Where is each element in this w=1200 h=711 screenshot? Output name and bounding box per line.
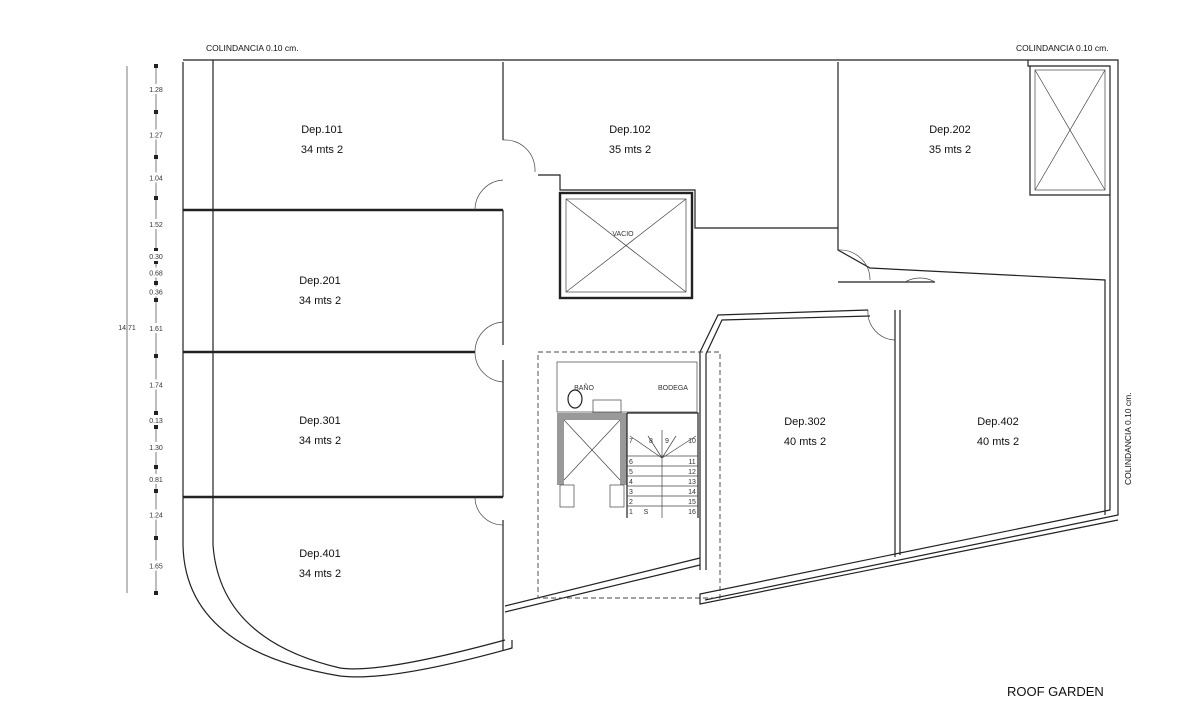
- unit-area: 34 mts 2: [301, 144, 343, 156]
- stair-step-number: 5: [629, 469, 633, 476]
- dimension-tick: [154, 155, 158, 159]
- unit-name: Dep.402: [977, 416, 1019, 428]
- unit-area: 40 mts 2: [977, 436, 1019, 448]
- dimension-label: 1.65: [149, 564, 163, 571]
- dimension-chain: 14.71 1.28 1.27 1.04 1.52 0.30 0.68 0.36 1.61 1.…: [118, 64, 167, 595]
- dimension-label: 0.30: [149, 254, 163, 261]
- dimension-tick: [154, 298, 158, 302]
- stair-start-label: S: [644, 509, 649, 516]
- dimension-tick: [154, 465, 158, 469]
- unit-name: Dep.101: [301, 124, 343, 136]
- dimension-tick: [154, 354, 158, 358]
- dimension-tick: [154, 489, 158, 493]
- colindancia-note-top-left: COLINDANCIA 0.10 cm.: [206, 43, 299, 53]
- stair-step-number: 15: [688, 499, 696, 506]
- unit-name: Dep.102: [609, 124, 651, 136]
- stair-step-number: 6: [629, 459, 633, 466]
- dimension-label: 1.04: [149, 176, 163, 183]
- dimension-tick: [154, 411, 158, 415]
- dimension-tick: [154, 260, 158, 264]
- unit-area: 34 mts 2: [299, 295, 341, 307]
- door-swings: [474, 139, 936, 526]
- stair-step-number: 13: [688, 479, 696, 486]
- dimension-label: 0.36: [149, 290, 163, 297]
- unit-name: Dep.302: [784, 416, 826, 428]
- colindancia-note-right: COLINDANCIA 0.10 cm.: [1123, 392, 1133, 485]
- unit-name: Dep.202: [929, 124, 971, 136]
- unit-area: 34 mts 2: [299, 568, 341, 580]
- dimension-label: 0.13: [149, 418, 163, 425]
- dimension-tick: [154, 591, 158, 595]
- dimension-label: 1.30: [149, 445, 163, 452]
- interior-walls: [183, 62, 1110, 650]
- stair-step-number: 11: [688, 459, 695, 466]
- dimension-tick: [154, 425, 158, 429]
- dimension-tick: [154, 536, 158, 540]
- stair-step-number: 4: [629, 479, 633, 486]
- stair-step-number: 9: [665, 438, 669, 445]
- unit-area: 35 mts 2: [609, 144, 651, 156]
- stair-step-number: 10: [688, 438, 696, 445]
- unit-labels: Dep.101 34 mts 2 Dep.102 35 mts 2 Dep.202 35 …: [299, 124, 1019, 580]
- dimension-tick: [154, 64, 158, 68]
- dimension-tick: [154, 281, 158, 285]
- vacio-label: VACIO: [612, 231, 634, 238]
- unit-area: 40 mts 2: [784, 436, 826, 448]
- unit-area: 35 mts 2: [929, 144, 971, 156]
- stair-step-number: 8: [649, 438, 653, 445]
- unit-name: Dep.201: [299, 275, 341, 287]
- dimension-tick: [154, 110, 158, 114]
- unit-name: Dep.301: [299, 415, 341, 427]
- bodega-label: BODEGA: [658, 385, 688, 392]
- sink-icon: [592, 399, 622, 414]
- dimension-label: 1.24: [149, 513, 163, 520]
- dimension-label: 0.81: [149, 477, 163, 484]
- stair-step-number: 3: [629, 489, 633, 496]
- total-dimension: 14.71: [118, 325, 136, 332]
- bano-label: BAÑO: [574, 383, 594, 392]
- unit-area: 34 mts 2: [299, 435, 341, 447]
- dimension-label: 1.28: [149, 87, 163, 94]
- unit-name: Dep.401: [299, 548, 341, 560]
- plan-title: ROOF GARDEN: [1007, 684, 1104, 699]
- stair-step-number: 2: [629, 499, 633, 506]
- dimension-label: 1.74: [149, 383, 163, 390]
- dimension-tick: [154, 248, 158, 252]
- dimension-label: 1.61: [149, 326, 163, 333]
- dimension-label: 1.27: [149, 133, 163, 140]
- toilet-icon: [567, 389, 583, 409]
- dimension-label: 0.68: [149, 271, 163, 278]
- stair-step-number: 7: [629, 438, 633, 445]
- dimension-label: 1.52: [149, 222, 163, 229]
- dimension-tick: [154, 196, 158, 200]
- vacio-void: VACIO: [558, 191, 694, 300]
- colindancia-note-top-right: COLINDANCIA 0.10 cm.: [1016, 43, 1109, 53]
- stair-step-number: 14: [688, 489, 696, 496]
- outer-boundary: [182, 59, 1119, 678]
- stair-step-number: 1: [629, 509, 633, 516]
- stair-step-number: 16: [688, 509, 696, 516]
- stair-step-number: 12: [688, 469, 696, 476]
